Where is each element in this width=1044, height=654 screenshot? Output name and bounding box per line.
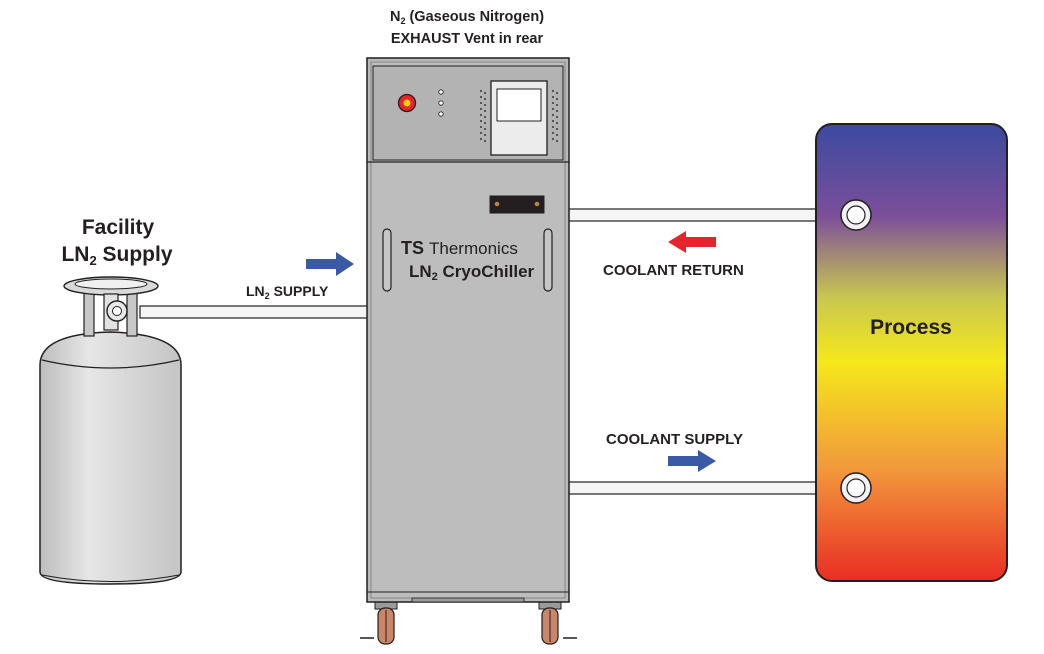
right-door-handle — [543, 228, 553, 292]
indicator-light — [438, 100, 444, 106]
left-caster — [360, 600, 398, 645]
supply-port-fitting — [840, 472, 872, 504]
process-label: Process — [870, 316, 952, 339]
process-block — [815, 123, 1008, 582]
coolant-supply-pipe — [568, 481, 852, 495]
ln2-dewar-tank — [39, 276, 182, 585]
left-door-handle — [382, 228, 392, 292]
connector-port — [489, 195, 545, 214]
ln2-supply-arrow — [306, 252, 354, 276]
coolant-return-label: COOLANT RETURN — [603, 262, 744, 279]
indicator-light — [438, 111, 444, 117]
indicator-light — [438, 89, 444, 95]
cryochiller-cabinet — [360, 57, 577, 645]
exhaust-label-line1: N2 (Gaseous Nitrogen) — [390, 9, 544, 26]
return-port-fitting — [840, 199, 872, 231]
thermonics-logo: TS — [401, 238, 424, 258]
ln2-supply-label: LN2 SUPPLY — [246, 283, 329, 301]
facility-supply-label: LN2 Supply — [61, 243, 172, 268]
exhaust-label-line2: EXHAUST Vent in rear — [391, 31, 544, 47]
coolant-return-arrow — [668, 231, 716, 253]
coolant-return-pipe — [568, 208, 852, 222]
product-label: LN2 CryoChiller — [409, 262, 535, 283]
coolant-supply-label: COOLANT SUPPLY — [606, 431, 743, 448]
ln2-supply-pipe — [139, 305, 369, 319]
coolant-supply-arrow — [668, 450, 716, 472]
speaker-grille — [480, 90, 558, 142]
right-caster — [538, 600, 577, 645]
facility-label: Facility — [82, 216, 155, 239]
